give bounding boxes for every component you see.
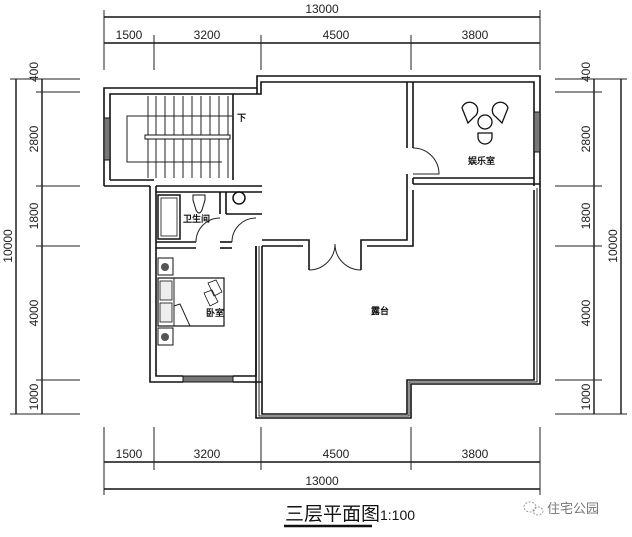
left-dimension-2: 2800 (27, 125, 41, 152)
terrace-label: 露台 (371, 305, 389, 317)
right-dimension-4: 4000 (579, 299, 593, 326)
chair (477, 132, 493, 145)
bottom-dimension-1: 1500 (116, 447, 143, 461)
lamp-icon (161, 263, 169, 271)
bedroom-window (182, 375, 234, 383)
bedroom-label: 卧室 (206, 307, 224, 319)
toilet (192, 194, 206, 214)
chair (461, 101, 479, 125)
interior-walls (149, 82, 541, 419)
left-dimension-lines: 10000 400 2800 1800 4000 1000 (1, 62, 80, 415)
washbasin (232, 191, 246, 205)
top-total-dimension: 13000 (305, 2, 339, 16)
pillow (159, 302, 173, 323)
top-dimension-3: 4500 (323, 28, 350, 42)
left-dimension-1: 400 (27, 62, 41, 82)
top-dimension-4: 3800 (462, 28, 489, 42)
top-dimension-2: 3200 (194, 28, 221, 42)
entertainment-furniture: 娱乐室 (461, 101, 509, 167)
right-total-dimension: 10000 (606, 229, 620, 263)
stair-down-label: 下 (237, 113, 246, 124)
exterior-walls (103, 75, 541, 187)
right-dimension-3: 1800 (579, 202, 593, 229)
left-dimension-5: 1000 (27, 383, 41, 410)
right-dimension-2: 2800 (579, 125, 593, 152)
top-dimension-lines: 13000 1500 3200 4500 3800 (103, 2, 541, 70)
bedroom-furniture: 卧室 (157, 257, 225, 346)
drawing-scale: 1:100 (380, 507, 415, 523)
chair (491, 101, 509, 125)
round-table (477, 114, 493, 130)
bottom-dimension-2: 3200 (194, 447, 221, 461)
left-dimension-3: 1800 (27, 202, 41, 229)
bathtub (157, 194, 181, 240)
lamp-icon (161, 333, 169, 341)
bottom-dimension-4: 3800 (462, 447, 489, 461)
stair-handrail (144, 134, 231, 140)
left-total-dimension: 10000 (1, 229, 15, 263)
right-dimension-5: 1000 (579, 383, 593, 410)
entertainment-window (533, 111, 541, 153)
watermark: 住宅公园 (523, 501, 599, 517)
right-dimension-lines: 10000 400 2800 1800 4000 1000 (555, 62, 627, 415)
wechat-icon (523, 501, 544, 516)
stair-window (103, 117, 111, 161)
pillow (159, 280, 173, 301)
drawing-title: 三层平面图 (285, 503, 380, 525)
entertainment-room-label: 娱乐室 (468, 155, 495, 167)
bottom-dimension-lines: 1500 3200 4500 3800 13000 (103, 427, 541, 495)
staircase: 下 (126, 96, 246, 178)
bathroom-fixtures: 卫生间 (157, 191, 246, 240)
drawing-title-block: 三层平面图 1:100 (284, 503, 415, 528)
bottom-dimension-3: 4500 (323, 447, 350, 461)
right-dimension-1: 400 (579, 62, 593, 82)
watermark-text: 住宅公园 (547, 502, 599, 517)
bottom-total-dimension: 13000 (305, 474, 339, 488)
top-dimension-1: 1500 (116, 28, 143, 42)
bathroom-label: 卫生间 (183, 213, 210, 225)
left-dimension-4: 4000 (27, 299, 41, 326)
